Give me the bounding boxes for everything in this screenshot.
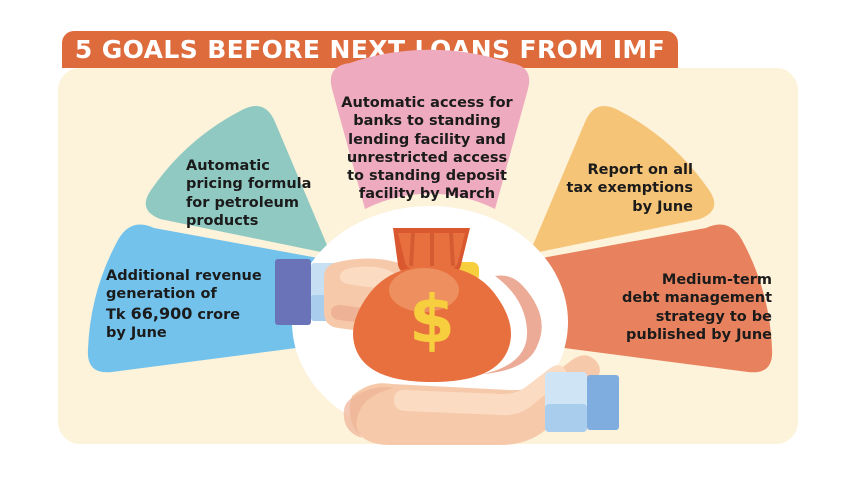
segment-shape-banks[interactable] [330,49,530,209]
revenue-line-3-prefix: Tk [106,306,131,323]
segment-label-petroleum: Automatic pricing formula for petroleum … [186,158,312,229]
revenue-line-2: generation of [106,286,217,303]
illustration-hands-money-bag: $ [275,228,619,445]
money-bag-highlight [389,268,459,312]
segment-label-debt: Medium-term debt management strategy to … [622,272,772,343]
revenue-line-4: by June [106,324,167,341]
fan-segments [87,49,773,373]
right-palm-highlight [394,365,567,416]
segment-shape-petroleum[interactable] [145,106,327,252]
segment-label-revenue: Additional revenue generation of Tk 66,900… [106,267,274,342]
infographic-title-bar: 5 GOALS BEFORE NEXT LOANS FROM IMF [62,31,678,68]
segment-shape-debt[interactable] [542,224,773,373]
revenue-amount: 66,900 [130,303,193,323]
dollar-sign: $ [409,281,455,358]
money-bag-neck-stripes [409,232,455,268]
segment-label-banks: Automatic access for banks to standing l… [341,95,513,203]
right-sleeve-light-cuff-shade [545,404,587,432]
money-bag-body-shade [483,275,542,374]
segment-shape-tax[interactable] [533,106,715,252]
left-sleeve-dark-cuff [275,259,311,325]
right-sleeve-mid-band [587,375,619,430]
right-palm-shade [343,387,394,438]
segment-label-tax: Report on all tax exemptions by June [566,162,693,215]
segment-shape-revenue[interactable] [87,224,318,373]
revenue-line-3-suffix: crore [192,306,241,323]
revenue-line-1: Additional revenue [106,268,262,284]
